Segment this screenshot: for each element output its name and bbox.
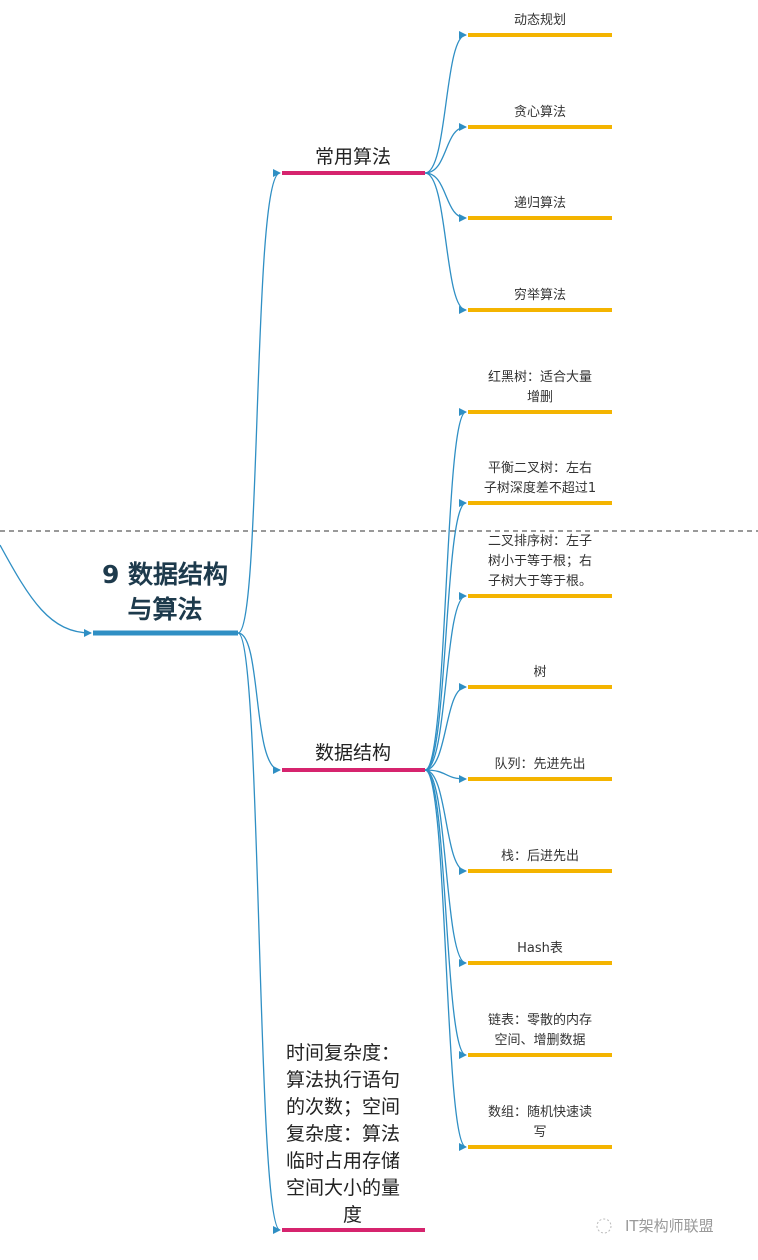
leaf-label: 贪心算法 xyxy=(514,105,566,120)
leaf-connector xyxy=(424,499,467,771)
leaf-label: 子树深度差不超过1 xyxy=(484,480,596,496)
branch-data-structures[interactable]: 数据结构 xyxy=(282,742,425,772)
leaf-node[interactable]: Hash表 xyxy=(424,769,612,967)
leaf-connector xyxy=(424,408,467,771)
leaf-connector xyxy=(424,31,467,174)
leaf-connector xyxy=(424,769,467,1151)
leaf-label: 空间、增删数据 xyxy=(494,1033,585,1048)
leaf-node[interactable]: 栈：后进先出 xyxy=(424,769,612,875)
leaf-label: 写 xyxy=(533,1125,546,1140)
leaf-node[interactable]: 树 xyxy=(424,665,612,771)
branch-complexity[interactable]: 时间复杂度： 算法执行语句 的次数；空间 复杂度：算法 临时占用存储 空间大小的… xyxy=(282,1042,425,1232)
leaf-label: 平衡二叉树：左右 xyxy=(488,461,592,476)
complexity-line: 复杂度：算法 xyxy=(286,1123,400,1145)
leaf-label: 栈：后进先出 xyxy=(501,849,579,864)
leaf-connector xyxy=(424,172,467,222)
leaf-label: 数组：随机快速读 xyxy=(488,1105,592,1120)
leaf-connector xyxy=(424,769,467,967)
leaf-label: 增删 xyxy=(527,390,553,405)
leaf-connector xyxy=(424,683,467,771)
leaf-label: 递归算法 xyxy=(514,196,566,211)
leaf-connector xyxy=(424,172,467,314)
complexity-line: 临时占用存储 xyxy=(286,1150,400,1172)
leaf-connector xyxy=(424,769,467,875)
leaf-connector xyxy=(424,592,467,771)
leaf-label: 链表：零散的内存 xyxy=(488,1012,592,1028)
leaf-label: 子树大于等于根。 xyxy=(488,573,592,589)
leaf-label: Hash表 xyxy=(517,941,563,956)
leaf-label: 队列：先进先出 xyxy=(494,757,585,772)
leaf-label: 动态规划 xyxy=(514,13,566,28)
leaf-node[interactable]: 穷举算法 xyxy=(424,172,612,314)
leaf-node[interactable]: 动态规划 xyxy=(424,13,612,174)
incoming-connector xyxy=(0,544,92,637)
leaf-node[interactable]: 递归算法 xyxy=(424,172,612,222)
branch-label: 常用算法 xyxy=(315,146,391,168)
root-node[interactable]: 9 数据结构 与算法 xyxy=(93,560,238,636)
connector-data-structures xyxy=(237,632,281,774)
complexity-line: 度 xyxy=(343,1204,362,1226)
root-title-line-1: 9 数据结构 xyxy=(102,560,228,589)
leaf-connector xyxy=(424,123,467,174)
leaf-label: 二叉排序树：左子 xyxy=(488,534,592,549)
complexity-line: 空间大小的量 xyxy=(286,1177,400,1199)
root-title-line-2: 与算法 xyxy=(127,595,202,624)
leaf-node[interactable]: 贪心算法 xyxy=(424,105,612,174)
branch-algorithms[interactable]: 常用算法 xyxy=(282,146,425,175)
connector-complexity xyxy=(237,632,281,1234)
watermark-text: IT架构师联盟 xyxy=(625,1217,714,1235)
watermark: IT架构师联盟 xyxy=(596,1217,714,1235)
leaf-connector xyxy=(424,769,467,1059)
leaf-node[interactable]: 队列：先进先出 xyxy=(424,757,612,783)
leaf-label: 树 xyxy=(533,665,546,680)
complexity-line: 时间复杂度： xyxy=(286,1042,400,1064)
complexity-line: 算法执行语句 xyxy=(286,1069,400,1091)
leaf-label: 红黑树：适合大量 xyxy=(488,369,592,385)
complexity-line: 的次数；空间 xyxy=(286,1096,400,1118)
connector-algorithms xyxy=(237,169,281,634)
leaf-label: 穷举算法 xyxy=(514,287,566,303)
leaf-connector xyxy=(424,769,467,783)
wechat-icon xyxy=(596,1218,612,1234)
leaf-label: 树小于等于根；右 xyxy=(488,553,592,569)
branch-label: 数据结构 xyxy=(315,742,391,764)
